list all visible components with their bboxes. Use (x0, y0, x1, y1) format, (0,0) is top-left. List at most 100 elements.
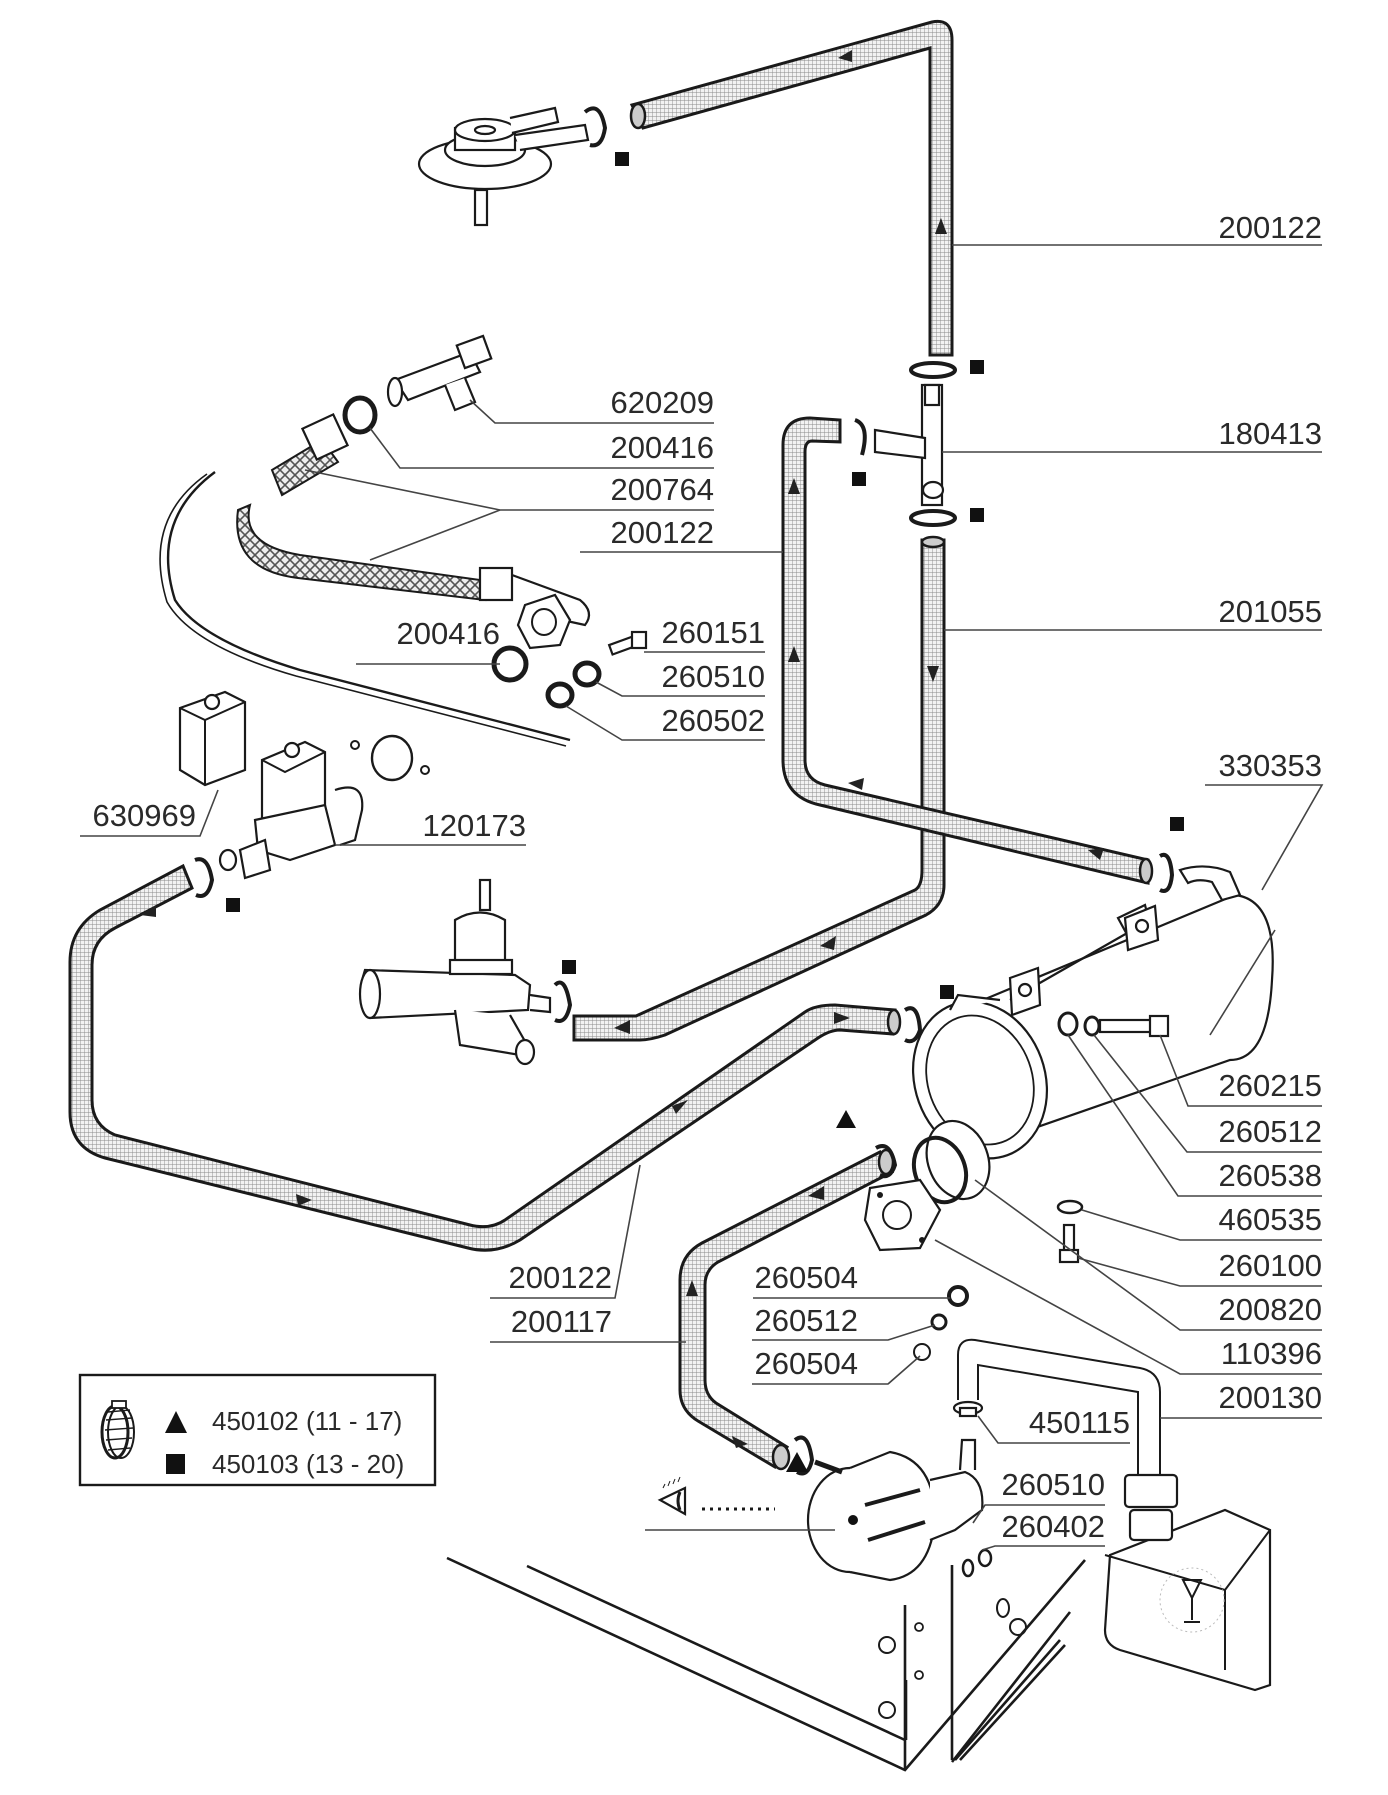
leader-line (972, 1504, 1105, 1524)
part-label: 200117 (511, 1304, 612, 1339)
part-label: 200122 (1219, 210, 1322, 245)
part-label: 260512 (755, 1303, 858, 1338)
legend-item-square: 450103 (13 - 20) (212, 1449, 404, 1479)
part-label: 260100 (1219, 1248, 1322, 1283)
leader-line (369, 509, 501, 561)
leader-line (1209, 929, 1276, 1036)
hose-clamp (194, 857, 215, 898)
leader-line (565, 705, 765, 741)
nut-260504 (913, 1343, 931, 1361)
heating-element-200820 (911, 1119, 991, 1205)
part-label: 260215 (1219, 1068, 1322, 1103)
part-label: 260504 (755, 1346, 858, 1381)
part-label: 200130 (1219, 1380, 1322, 1415)
part-label: 200764 (611, 472, 714, 507)
flow-arrow (732, 1436, 748, 1448)
part-label: 260510 (1002, 1467, 1105, 1502)
flow-arrow (788, 646, 800, 662)
part-label: 460535 (1219, 1202, 1322, 1237)
part-label: 201055 (1219, 594, 1322, 629)
clamp-square-marker (852, 472, 866, 486)
part-label: 450115 (1029, 1405, 1130, 1440)
leader-line (977, 1415, 1130, 1444)
solenoid-valve-120173 (218, 740, 364, 880)
bolt-260215 (1098, 1014, 1170, 1038)
hose-clamp (583, 106, 608, 148)
machine-frame (446, 1556, 1086, 1772)
clamp-triangle-marker (836, 1110, 856, 1128)
flow-arrow (788, 478, 800, 494)
part-label: 260151 (662, 615, 765, 650)
flow-arrow (848, 778, 864, 790)
part-label: 330353 (1219, 748, 1322, 783)
clamp-square-marker (940, 985, 954, 999)
leader-line (981, 1545, 1105, 1551)
leader-line (752, 1355, 921, 1385)
washer-260502 (545, 681, 575, 709)
part-label: 110396 (1221, 1336, 1322, 1371)
legend-box: 450102 (11 - 17) 450103 (13 - 20) (78, 1373, 437, 1487)
flow-arrow (808, 1186, 824, 1200)
clamp-square-marker (615, 152, 629, 166)
hose-clamp (854, 361, 957, 527)
flow-arrow (672, 1100, 688, 1114)
valve-gasket (370, 734, 414, 782)
washer-260510 (961, 1558, 975, 1578)
clamp-triangle-marker (786, 1452, 808, 1472)
hose-end (920, 535, 946, 549)
leader-line (1159, 1034, 1322, 1107)
leader-line (469, 399, 714, 424)
drip-tray-edge (159, 473, 567, 747)
hose-end (1138, 857, 1154, 885)
braided-hose-200764 (236, 412, 591, 650)
part-label: 630969 (93, 798, 196, 833)
glow-icon (1159, 1567, 1225, 1633)
triangle-symbol-icon (165, 1411, 187, 1433)
part-label: 260512 (1219, 1114, 1322, 1149)
part-label: 120173 (423, 808, 526, 843)
flange-110396 (863, 1178, 942, 1252)
leader-line (1093, 1034, 1322, 1153)
tee-fitting-180413 (873, 383, 945, 507)
washer-460535 (1056, 1199, 1084, 1215)
flow-valve-middle (358, 878, 552, 1066)
part-label: 260504 (755, 1260, 858, 1295)
leader-line (1081, 1209, 1322, 1241)
leader-line (490, 1164, 641, 1299)
leader-line (595, 681, 765, 697)
part-label: 180413 (1219, 416, 1322, 451)
vibration-pump (806, 1438, 984, 1582)
part-label: 620209 (611, 385, 714, 420)
hose-end (771, 1443, 791, 1471)
flow-arrow (834, 1012, 850, 1024)
tee-inlet-620209 (386, 334, 493, 412)
part-label: 200122 (509, 1260, 612, 1295)
hose-clamp (793, 852, 1175, 1476)
flow-arrow (614, 1020, 630, 1034)
hose-clamp-icon (100, 1400, 135, 1460)
part-label: 260538 (1219, 1158, 1322, 1193)
screw-260151 (607, 630, 648, 656)
part-label: 200122 (611, 515, 714, 550)
clamp-square-marker (1170, 817, 1184, 831)
eye-view-icon (657, 1476, 687, 1516)
leader-line (80, 789, 219, 837)
hose-clamp (553, 980, 573, 1023)
square-symbol-icon (166, 1454, 185, 1474)
flow-arrow (686, 1280, 698, 1296)
flow-arrow (140, 905, 156, 917)
flow-arrow (296, 1194, 312, 1206)
clamp-square-marker (226, 898, 240, 912)
small-seal (420, 765, 430, 775)
cap-450115 (952, 1400, 984, 1418)
leader-line (752, 1324, 936, 1341)
part-label: 260402 (1002, 1509, 1105, 1544)
part-label: 260502 (662, 703, 765, 738)
small-seal (350, 740, 360, 750)
leader-line (1067, 1034, 1322, 1197)
flow-arrow (838, 50, 852, 62)
leader-line (1205, 784, 1324, 891)
washer-260512 (930, 1313, 948, 1331)
leader-line (974, 1179, 1322, 1331)
